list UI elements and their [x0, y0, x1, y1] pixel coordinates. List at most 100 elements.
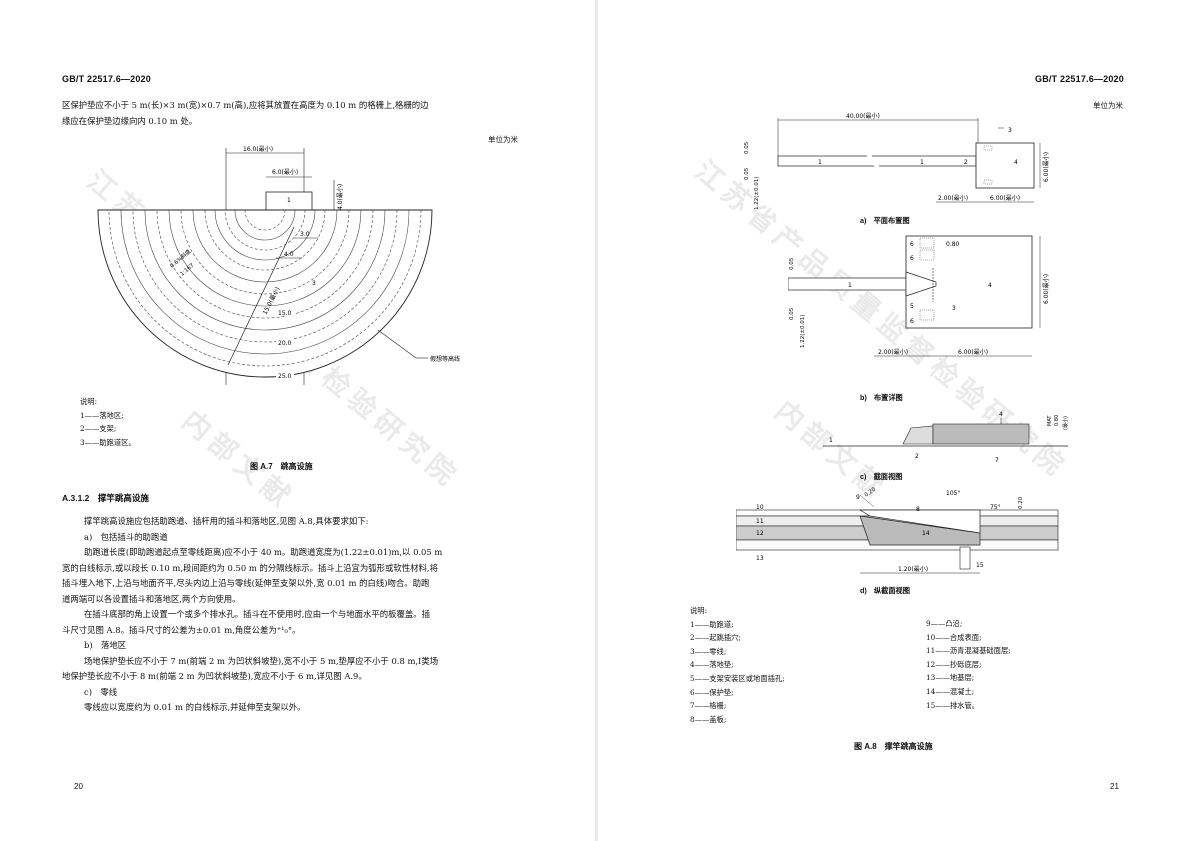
- dim-label: 0.05: [789, 257, 795, 270]
- page-number: 21: [1110, 782, 1119, 791]
- paragraph: 宽的白线标示,或以段长 0.10 m,段间距约为 0.50 m 的分隔线标示。插…: [62, 562, 438, 573]
- standard-code: GB/T 22517.6—2020: [1035, 74, 1124, 84]
- dim-label: 1.20(最小): [898, 565, 928, 573]
- paragraph: 道两端可以各设置插斗和落地区,两个方向使用。: [62, 593, 241, 604]
- intro-line: 区保护垫应不小于 5 m(长)×3 m(宽)×0.7 m(高),应将其放置在高度…: [62, 100, 429, 110]
- dim-label: 6.00(最小): [1042, 152, 1050, 182]
- sub-caption-d: d) 纵截面视图: [860, 586, 910, 595]
- legend-item: 10——合成表面;: [926, 632, 982, 642]
- legend-item: 14——混凝土;: [926, 686, 975, 696]
- label-3: 3: [952, 305, 956, 312]
- item-b-title: b) 落地区: [84, 640, 127, 650]
- label-11: 11: [756, 518, 764, 525]
- label-6: 6: [910, 318, 914, 325]
- drain-pipe: [959, 546, 971, 570]
- dim-label: 3.0: [300, 231, 310, 238]
- item-a-title: a) 包括插斗的助跑道: [84, 531, 168, 542]
- paragraph: 斗尺寸见图 A.8。插斗尺寸的公差为±0.01 m,角度公差为⁺¹₀°。: [62, 624, 301, 635]
- sub-caption-c: c) 截面视图: [860, 472, 903, 481]
- right-page: 江苏省产品质量监督检验研究院 内部文献 GB/T 22517.6—2020 单位…: [598, 0, 1193, 841]
- label-6: 6: [910, 241, 914, 248]
- dim-label: 40.00(最小): [846, 112, 880, 120]
- dim-label: 1.22(±0.01): [754, 177, 760, 210]
- dim-label: 0.80: [1054, 415, 1060, 426]
- figure-a8a-plan: 40.00(最小) 3 1 1 2 4 6.00(最小) 0.05 0.05 1…: [744, 112, 1050, 210]
- label-3: 3: [1008, 127, 1012, 134]
- label-4: 4: [999, 411, 1003, 418]
- concrete-box: [859, 515, 981, 546]
- dim-label: 4.0: [284, 251, 294, 258]
- dim-label: 16.0(最小): [243, 145, 273, 153]
- paragraph: 地保护垫长应不小于 8 m(前端 2 m 为凹状斜坡垫),宽应不小于 6 m,详…: [62, 671, 367, 681]
- figure-a7-high-jump: 16.0(最小) 6.0(最小) 1 2 2 4.0(最小): [97, 145, 460, 385]
- figure-a8b-detail: 6 6 0.80 6 5 3 1 4 6.00(最小) 2.00(最小) 6.0…: [788, 235, 1050, 357]
- watermark-secondary: 内部文献: [175, 403, 301, 517]
- legend-item: 7——格栅;: [690, 701, 727, 711]
- dim-label: 4.0(最小): [336, 184, 344, 210]
- legend-item: 2——支架;: [80, 424, 117, 434]
- legend-item: 3——零线;: [690, 646, 727, 656]
- label-3: 3: [312, 280, 316, 287]
- legend-item: 1——助跑道;: [690, 619, 734, 629]
- item-c-title: c) 零线: [84, 686, 118, 697]
- label-7: 7: [995, 457, 999, 464]
- figure-a8d-longitudinal: 0.20 105° 75° 0.20 9 8 10 11 12 13 14 15…: [736, 486, 1059, 574]
- label-6: 6: [910, 255, 914, 262]
- paragraph: 撑竿跳高设施应包括助跑道、插杆用的插斗和落地区,见图 A.8,具体要求如下:: [84, 516, 369, 526]
- dim-label: 6.00(最小): [990, 194, 1020, 202]
- label-13: 13: [756, 555, 764, 562]
- radius-label: 25.0: [278, 373, 292, 380]
- dim-label: 0.05: [744, 141, 750, 154]
- contour-label: 假想等高线: [430, 355, 460, 363]
- landing-mat: [932, 423, 1030, 445]
- figure-caption: 图 A.8 撑竿跳高设施: [854, 742, 933, 751]
- dim-label: 0.80: [946, 241, 960, 248]
- section-title: A.3.1.2 撑竿跳高设施: [62, 493, 149, 503]
- paragraph: 场地保护垫长应不小于 7 m(前端 2 m 为凹状斜坡垫),宽不小于 5 m,垫…: [84, 655, 439, 666]
- label-10: 10: [756, 504, 764, 511]
- label-9: 9: [856, 494, 860, 501]
- standard-code: GB/T 22517.6—2020: [62, 74, 151, 84]
- label-15: 15: [976, 562, 984, 569]
- label-1: 1: [848, 282, 852, 289]
- paragraph: 零线应以宽度约为 0.01 m 的白线标示,并延伸至支架以外。: [84, 702, 306, 712]
- dim-label: 0.20: [864, 486, 878, 498]
- legend-title: 说明:: [80, 397, 98, 406]
- label-1: 1: [287, 197, 291, 204]
- figure-caption: 图 A.7 跳高设施: [250, 462, 313, 471]
- section-body: 撑竿跳高设施应包括助跑道、插杆用的插斗和落地区,见图 A.8,具体要求如下: a…: [62, 514, 542, 716]
- page-number: 20: [74, 782, 83, 791]
- legend-item: 15——排水管。: [926, 700, 980, 710]
- legend-item: 8——盖板;: [690, 714, 727, 724]
- legend-a7: 说明: 1——落地区; 2——支架; 3——助跑道区。: [80, 395, 136, 449]
- intro-line: 缘应在保护垫边缘向内 0.10 m 处。: [62, 115, 198, 126]
- dim-label: 1.22(±0.01): [800, 315, 806, 348]
- label-12: 12: [756, 530, 764, 537]
- angle-label: 105°: [946, 490, 960, 497]
- dim-label: 0.05: [789, 307, 795, 320]
- min-label: (最小): [1062, 416, 1069, 430]
- label-5: 5: [910, 303, 914, 310]
- legend-item: 6——保护垫;: [690, 687, 734, 697]
- paragraph: 插斗埋入地下,上沿与地面齐平,尽头内边上沿与零线(延伸至支架以外,宽 0.01 …: [62, 578, 430, 588]
- radius-label: 15.0: [278, 310, 292, 317]
- legend-a8-left: 说明: 1——助跑道; 2——起跳插穴; 3——零线; 4——落地垫; 5——支…: [690, 604, 785, 726]
- paragraph: 助跑道长度(即助跑道起点至零线距离)应不小于 40 m。助跑道宽度为(1.22±…: [84, 547, 443, 557]
- paragraph: 在插斗底部的角上设置一个或多个排水孔。插斗在不使用时,应由一个与地面水平的板覆盖…: [84, 609, 431, 619]
- label-1: 1: [829, 437, 833, 444]
- dim-label: 0.20: [1018, 496, 1024, 509]
- dim-label: 6.00(最小): [958, 348, 988, 356]
- sub-caption-b: b) 布置详图: [860, 393, 903, 402]
- legend-item: 5——支架安装区或地面插孔;: [690, 673, 785, 683]
- runway-fan: [97, 209, 433, 378]
- legend-item: 13——地基层;: [926, 673, 975, 683]
- legend-item: 12——抄砾底层;: [926, 659, 982, 669]
- left-page: 江苏省产品质量监督检验研究院 内部文献 GB/T 22517.6—2020 区保…: [0, 0, 595, 841]
- label-8: 8: [916, 506, 920, 513]
- legend-item: 1——落地区;: [80, 410, 124, 420]
- legend-item: 9——凸沿;: [926, 619, 963, 628]
- dim-label: 0.05: [744, 167, 750, 180]
- dim-label: 6.00(最小): [1042, 274, 1050, 304]
- legend-title: 说明:: [690, 606, 708, 615]
- unit-label: 单位为米: [488, 135, 518, 144]
